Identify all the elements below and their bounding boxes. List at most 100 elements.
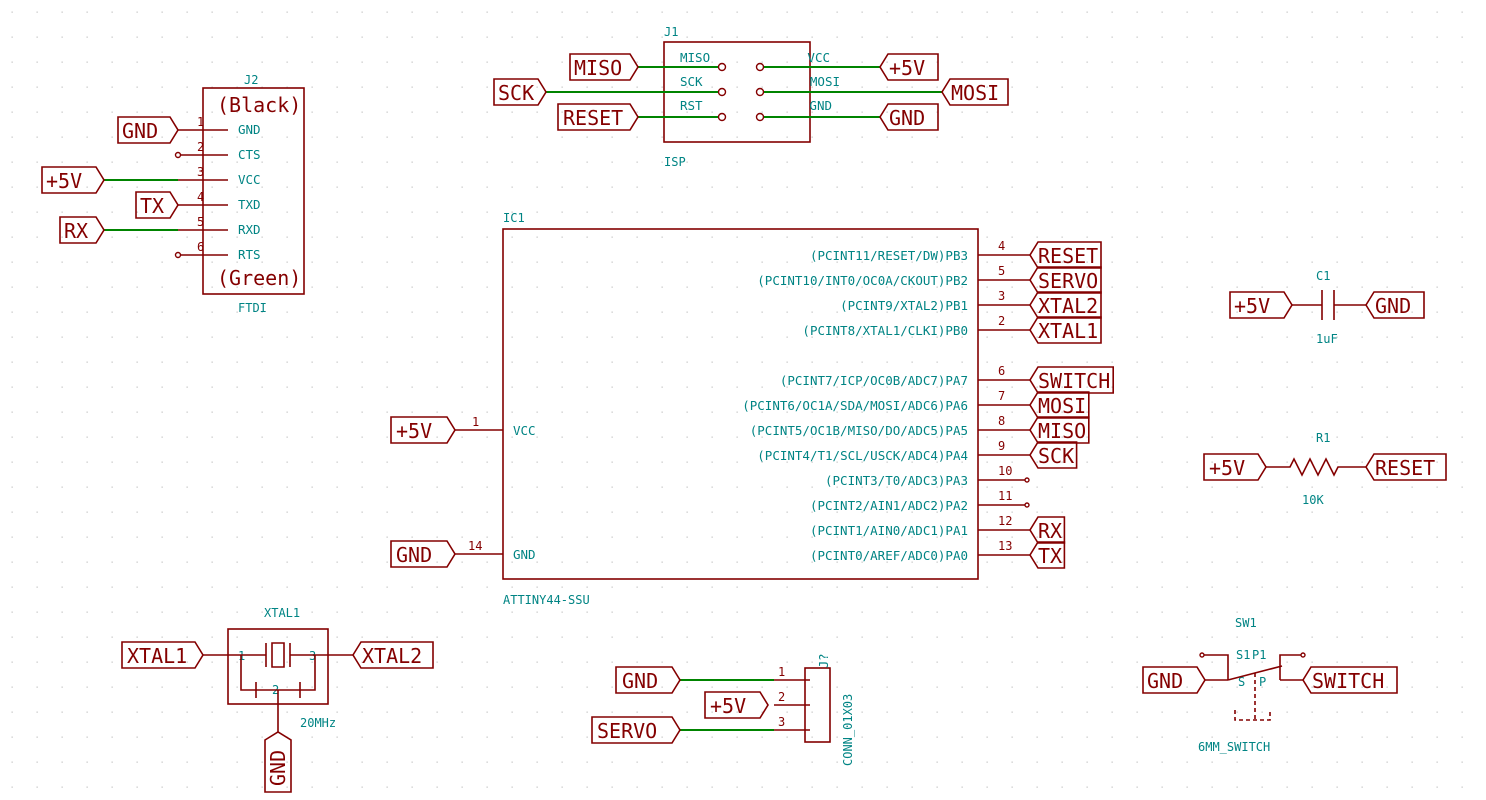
ic1-pin-name: (PCINT3/T0/ADC3)PA3 [825, 473, 968, 488]
svg-text:VCC: VCC [238, 172, 261, 187]
label-xtal1-ic1[interactable]: XTAL1 [1029, 316, 1102, 344]
label-servo-jq[interactable]: SERVO [591, 716, 681, 744]
label-text: GND [1375, 294, 1411, 318]
label-text: SERVO [1038, 269, 1098, 293]
label-5v-j1[interactable]: +5V [879, 53, 939, 81]
label-mosi-ic1[interactable]: MOSI [1029, 391, 1090, 419]
ic1-pin-name: (PCINT8/XTAL1/CLKI)PB0 [802, 323, 968, 338]
label-miso-j1[interactable]: MISO [569, 53, 639, 81]
label-miso-ic1[interactable]: MISO [1029, 416, 1090, 444]
label-text: SWITCH [1038, 369, 1110, 393]
label-rx-j2[interactable]: RX [59, 216, 105, 244]
label-text: SWITCH [1312, 669, 1384, 693]
ic1-pin-7: 7(PCINT6/OC1A/SDA/MOSI/ADC6)PA6 [742, 389, 1030, 413]
j-conn-01x03[interactable]: J? CONN_01X03 1 2 3 [680, 654, 855, 766]
label-text: XTAL2 [1038, 294, 1098, 318]
ic1-pin-name: (PCINT2/AIN1/ADC2)PA2 [810, 498, 968, 513]
j1-pin-miso: MISO [680, 50, 710, 65]
label-reset-ic1[interactable]: RESET [1029, 241, 1102, 269]
r1-value: 10K [1302, 493, 1324, 507]
label-reset-r1[interactable]: RESET [1365, 453, 1447, 481]
label-switch-ic1[interactable]: SWITCH [1029, 366, 1114, 394]
label-gnd-c1[interactable]: GND [1365, 291, 1425, 319]
label-text: GND [266, 750, 290, 786]
c1-ref: C1 [1316, 269, 1330, 283]
j1-isp-connector[interactable]: J1 ISP MISO SCK RST VCC MOSI GND [546, 25, 942, 169]
svg-text:1: 1 [472, 415, 479, 429]
svg-text:RTS: RTS [238, 247, 261, 262]
jq-pin-2: 2 [778, 690, 785, 704]
j2-pin-4: 4 TXD [178, 190, 261, 212]
ic1-pin-name: (PCINT4/T1/SCL/USCK/ADC4)PA4 [757, 448, 968, 463]
sw1-s1-pin: S1 [1236, 648, 1250, 662]
ic1-pin-name: (PCINT5/OC1B/MISO/DO/ADC5)PA5 [750, 423, 968, 438]
ic1-attiny44[interactable]: IC1 ATTINY44-SSU 1 VCC 14 GND 4(PCINT11/… [455, 211, 1030, 607]
svg-text:VCC: VCC [513, 423, 536, 438]
ic1-pin-12: 12(PCINT1/AIN0/ADC1)PA1 [810, 514, 1030, 538]
label-5v-c1[interactable]: +5V [1229, 291, 1293, 319]
label-text: MOSI [951, 81, 999, 105]
ic1-pin-number: 3 [998, 289, 1005, 303]
xtal1-resonator[interactable]: XTAL1 20MHz 1 2 3 [203, 606, 353, 732]
ic1-pin-number: 4 [998, 239, 1005, 253]
svg-text:TXD: TXD [238, 197, 261, 212]
label-gnd-ic1[interactable]: GND [390, 540, 456, 568]
label-xtal2-ic1[interactable]: XTAL2 [1029, 291, 1102, 319]
sw1-switch[interactable]: SW1 6MM_SWITCH S1 P1 S P [1198, 616, 1306, 754]
label-5v-ic1[interactable]: +5V [390, 416, 456, 444]
svg-text:3: 3 [197, 165, 204, 179]
ic1-pin-4: 4(PCINT11/RESET/DW)PB3 [810, 239, 1030, 263]
ic1-right-pins: 4(PCINT11/RESET/DW)PB35(PCINT10/INT0/OC0… [742, 239, 1030, 563]
svg-text:CTS: CTS [238, 147, 261, 162]
ic1-pin-name: (PCINT10/INT0/OC0A/CKOUT)PB2 [757, 273, 968, 288]
label-tx-j2[interactable]: TX [135, 191, 179, 219]
label-servo-ic1[interactable]: SERVO [1029, 266, 1102, 294]
label-reset-j1[interactable]: RESET [557, 103, 639, 131]
label-rx-ic1[interactable]: RX [1029, 516, 1066, 544]
label-5v-jq[interactable]: +5V [704, 691, 769, 719]
ic1-ref: IC1 [503, 211, 525, 225]
xtal1-pin3: 3 [309, 649, 316, 663]
label-text: SCK [498, 81, 534, 105]
j1-pin-vcc: VCC [807, 50, 830, 65]
label-text: XTAL2 [362, 644, 422, 668]
label-5v-r1[interactable]: +5V [1203, 453, 1267, 481]
label-switch-sw1[interactable]: SWITCH [1302, 666, 1398, 694]
jq-pin-1: 1 [778, 665, 785, 679]
label-text: SERVO [597, 719, 657, 743]
label-text: TX [140, 194, 164, 218]
ic1-pin-name: (PCINT9/XTAL2)PB1 [840, 298, 968, 313]
label-5v-j2[interactable]: +5V [41, 166, 105, 194]
j2-ftdi-connector[interactable]: J2 FTDI (Black) (Green) 1 GND 2 CTS 3 VC… [104, 73, 305, 315]
r1-resistor[interactable]: R1 10K [1266, 431, 1366, 507]
svg-text:GND: GND [238, 122, 261, 137]
label-gnd-sw1[interactable]: GND [1142, 666, 1206, 694]
label-gnd-j1[interactable]: GND [879, 103, 939, 131]
label-tx-ic1[interactable]: TX [1029, 541, 1066, 569]
c1-value: 1uF [1316, 332, 1338, 346]
ic1-pin-number: 9 [998, 439, 1005, 453]
label-text: RESET [1375, 456, 1435, 480]
ic1-pin-11: 11(PCINT2/AIN1/ADC2)PA2 [810, 489, 1030, 513]
ic1-value: ATTINY44-SSU [503, 593, 590, 607]
label-xtal1-xtal[interactable]: XTAL1 [121, 641, 204, 669]
j2-pin-1: 1 GND [178, 115, 261, 137]
ic1-pin-5: 5(PCINT10/INT0/OC0A/CKOUT)PB2 [757, 264, 1030, 288]
label-text: XTAL1 [1038, 319, 1098, 343]
label-gnd-xtal[interactable]: GND [264, 731, 292, 793]
label-text: SCK [1038, 444, 1074, 468]
j2-pin-3: 3 VCC [178, 165, 261, 187]
c1-capacitor[interactable]: C1 1uF [1292, 269, 1366, 346]
label-xtal2-xtal[interactable]: XTAL2 [352, 641, 434, 669]
ic1-pin-number: 7 [998, 389, 1005, 403]
label-text: RESET [1038, 244, 1098, 268]
label-gnd-j2[interactable]: GND [117, 116, 179, 144]
j2-ref: J2 [244, 73, 258, 87]
label-sck-ic1[interactable]: SCK [1029, 441, 1078, 469]
label-text: GND [889, 106, 925, 130]
ic1-pin-8: 8(PCINT5/OC1B/MISO/DO/ADC5)PA5 [750, 414, 1030, 438]
label-sck-j1[interactable]: SCK [493, 78, 547, 106]
label-mosi-j1[interactable]: MOSI [941, 78, 1009, 106]
label-gnd-jq[interactable]: GND [615, 666, 681, 694]
